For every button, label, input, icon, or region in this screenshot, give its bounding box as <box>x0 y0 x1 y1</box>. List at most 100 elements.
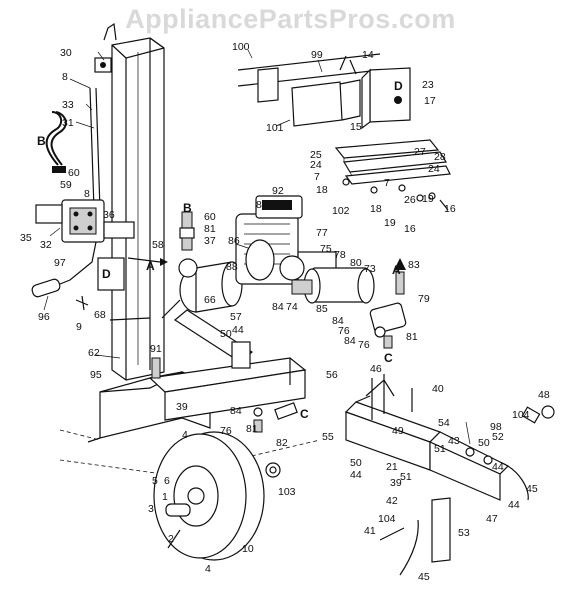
callout-81b: 81 <box>406 331 418 343</box>
callout-43: 43 <box>448 435 460 447</box>
callout-b2: B <box>183 201 192 215</box>
callout-95: 95 <box>90 369 102 381</box>
control-handle <box>31 278 61 298</box>
callout-99: 99 <box>311 49 323 61</box>
bolt-68 <box>109 317 151 321</box>
cotter-pin <box>167 529 181 549</box>
callout-97: 97 <box>54 257 66 269</box>
callout-89: 89 <box>256 199 268 211</box>
callout-53: 53 <box>458 527 470 539</box>
callout-46: 46 <box>370 363 382 375</box>
callout-82: 82 <box>276 437 288 449</box>
callout-4: 4 <box>182 429 188 441</box>
callout-42: 42 <box>386 495 398 507</box>
callout-86: 86 <box>228 235 240 247</box>
callout-45b: 45 <box>418 571 430 583</box>
jack-stand <box>431 497 451 563</box>
callout-81: 81 <box>204 223 216 235</box>
callout-7b: 7 <box>384 177 390 189</box>
callout-55: 55 <box>322 431 334 443</box>
callout-33: 33 <box>62 99 74 111</box>
washer-50 <box>483 455 493 465</box>
callout-84c: 84 <box>344 335 356 347</box>
callout-101: 101 <box>266 122 284 134</box>
callout-48: 48 <box>538 389 550 401</box>
callout-15: 15 <box>350 121 362 133</box>
hydraulic-hose <box>45 111 63 166</box>
callout-60b: 60 <box>204 211 216 223</box>
callout-21: 21 <box>386 461 398 473</box>
callout-100: 100 <box>232 41 250 53</box>
safety-chain-left <box>399 519 419 576</box>
callout-51b: 51 <box>400 471 412 483</box>
callout-19: 19 <box>422 193 434 205</box>
callout-76b: 76 <box>358 339 370 351</box>
callout-51: 51 <box>434 443 446 455</box>
callout-4b: 4 <box>205 563 211 575</box>
callout-10: 10 <box>242 543 254 555</box>
callout-5: 5 <box>152 475 158 487</box>
callout-23: 23 <box>422 79 434 91</box>
callout-76: 76 <box>338 325 350 337</box>
callout-41: 41 <box>364 525 376 537</box>
bolt-41 <box>379 527 405 541</box>
callout-80: 80 <box>350 257 362 269</box>
callout-16b: 16 <box>404 223 416 235</box>
callout-2: 2 <box>168 533 174 545</box>
axle-cap <box>165 503 191 517</box>
pin-91 <box>151 357 161 379</box>
callout-36: 36 <box>103 209 115 221</box>
callout-40: 40 <box>432 383 444 395</box>
callout-56: 56 <box>326 369 338 381</box>
plate-d <box>97 257 125 291</box>
callout-28: 28 <box>434 151 446 163</box>
callout-52: 52 <box>492 431 504 443</box>
callout-50b: 50 <box>478 437 490 449</box>
callout-45: 45 <box>526 483 538 495</box>
callout-3: 3 <box>148 503 154 515</box>
callout-18: 18 <box>316 184 328 196</box>
callout-91: 91 <box>150 343 162 355</box>
callout-78: 78 <box>334 249 346 261</box>
callout-58: 58 <box>152 239 164 251</box>
bolt-9 <box>75 295 89 311</box>
callout-30: 30 <box>60 47 72 59</box>
guide-plates <box>334 139 451 185</box>
callout-59: 59 <box>60 179 72 191</box>
callout-47: 47 <box>486 513 498 525</box>
callout-98: 98 <box>490 421 502 433</box>
callout-labels: 30 8 33 31 B 60 59 35 32 8 36 D A 97 96 … <box>20 41 550 583</box>
callout-44c: 44 <box>492 461 504 473</box>
callout-102: 102 <box>332 205 350 217</box>
callout-44b: 44 <box>350 469 362 481</box>
hitch-ball <box>541 405 555 419</box>
callout-25: 25 <box>310 149 322 161</box>
callout-c: C <box>384 351 393 365</box>
callout-62: 62 <box>88 347 100 359</box>
callout-d: D <box>102 267 111 281</box>
callout-27: 27 <box>414 146 426 158</box>
safety-chain-right <box>499 461 529 501</box>
top-mount-bracket <box>237 53 381 127</box>
callout-49: 49 <box>392 425 404 437</box>
callout-6: 6 <box>164 475 170 487</box>
callout-1: 1 <box>162 491 168 503</box>
callout-85: 85 <box>316 303 328 315</box>
callout-44: 44 <box>232 324 244 336</box>
callout-73: 73 <box>364 263 376 275</box>
callout-24: 24 <box>310 159 322 171</box>
fitting-83 <box>395 271 405 295</box>
callout-104b: 104 <box>378 513 396 525</box>
plate-bolts <box>342 178 449 211</box>
callout-77: 77 <box>316 227 328 239</box>
leader-lines <box>43 49 471 445</box>
washer-98 <box>465 447 475 457</box>
callout-26: 26 <box>404 194 416 206</box>
hose-clamp <box>52 166 66 173</box>
callout-31: 31 <box>62 117 74 129</box>
callout-84b: 84 <box>332 315 344 327</box>
callout-88: 88 <box>226 261 238 273</box>
wheel <box>153 431 265 561</box>
callout-50c: 50 <box>350 457 362 469</box>
